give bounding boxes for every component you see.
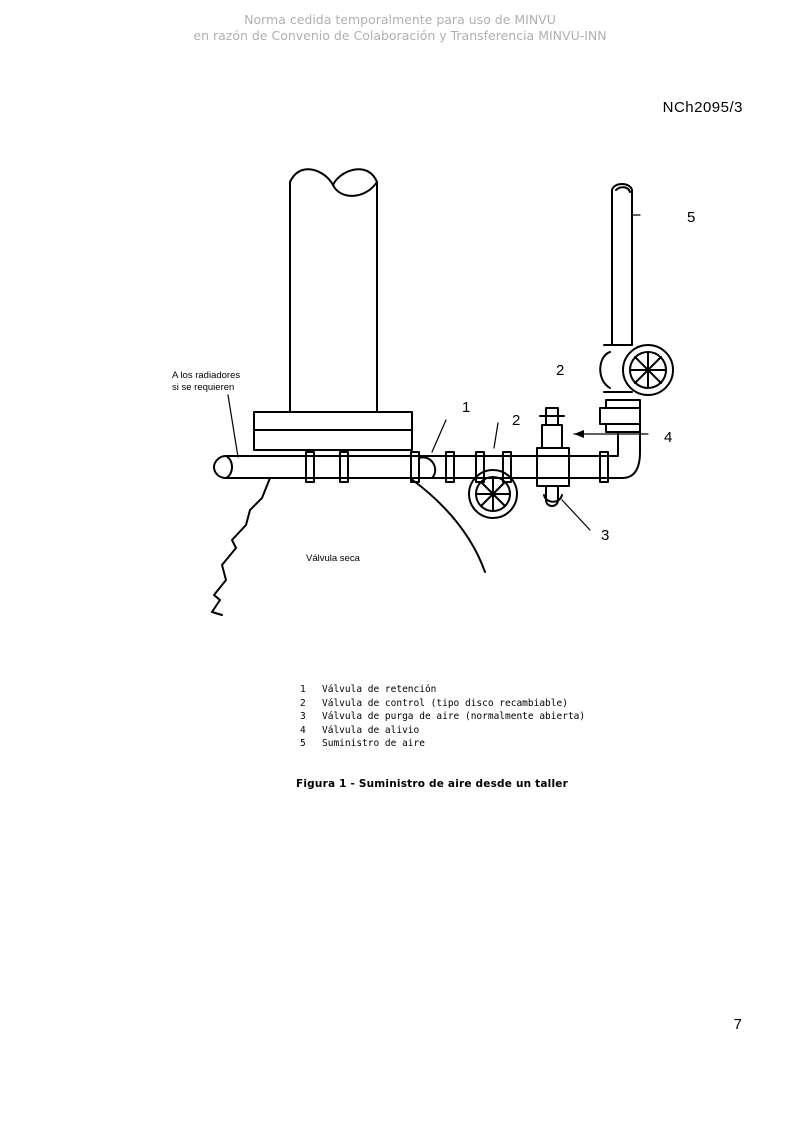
figure-caption: Figura 1 - Suministro de aire desde un t… [296, 778, 568, 790]
label-to-radiators-1: A los radiadores [172, 370, 240, 381]
label-dry-valve: Válvula seca [306, 553, 361, 564]
page-number: 7 [733, 1016, 742, 1033]
watermark-line-1: Norma cedida temporalmente para uso de M… [244, 12, 556, 27]
piping-diagram: A los radiadores si se requieren Válvula… [172, 168, 695, 616]
label-1: 1 [462, 399, 470, 416]
horizontal-pipe [213, 455, 607, 479]
document-number: NCh2095/3 [662, 99, 743, 116]
label-3: 3 [601, 527, 609, 544]
label-2a: 2 [512, 412, 520, 429]
label-2b: 2 [556, 362, 564, 379]
dry-valve-body [211, 477, 271, 616]
riser-pipe [289, 168, 378, 413]
label-to-radiators-2: si se requieren [172, 382, 234, 393]
watermark-line-2: en razón de Convenio de Colaboración y T… [193, 28, 607, 43]
label-4: 4 [664, 429, 672, 446]
label-5: 5 [687, 209, 695, 226]
